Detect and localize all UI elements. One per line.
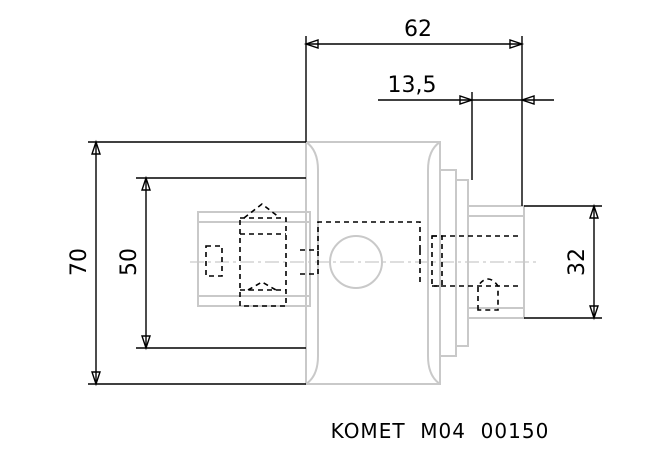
hidden-left-key-notch (247, 281, 277, 291)
arrow-13-5-right (519, 95, 535, 105)
flange-right-curve (427, 141, 441, 385)
hidden-left-key (239, 217, 287, 307)
arrow-62-left (303, 39, 319, 49)
hidden-bore-top (300, 221, 421, 251)
dim-label-70: 70 (67, 248, 92, 276)
dim-70: 70 (67, 139, 306, 387)
dim-62: 62 (303, 17, 525, 206)
dim-32: 32 (524, 203, 602, 321)
arrow-13-5-left (459, 95, 475, 105)
arrow-62-right (509, 39, 525, 49)
hidden-pilot-bore (205, 245, 223, 277)
dim-13-5: 13,5 (378, 73, 554, 180)
hidden-left-key-tip (243, 202, 281, 219)
pilot-body (197, 211, 311, 307)
part-outline (190, 141, 540, 385)
arrow-50-top (141, 175, 151, 191)
hidden-lines (205, 202, 520, 311)
cross-hole (329, 235, 383, 289)
arrow-32-top (589, 203, 599, 219)
arrow-70-top (91, 139, 101, 155)
dim-label-62: 62 (404, 17, 432, 42)
arrow-50-bottom (141, 335, 151, 351)
hidden-bore-left (300, 250, 319, 275)
arrow-70-bottom (91, 371, 101, 387)
dim-50: 50 (117, 175, 306, 351)
dim-label-32: 32 (565, 248, 590, 276)
part-number-caption: KOMET M04 00150 (331, 419, 550, 443)
flange-left-curve (305, 141, 319, 385)
dim-label-50: 50 (117, 248, 142, 276)
arrow-32-bottom (589, 305, 599, 321)
step-ring-2 (455, 179, 469, 347)
hidden-right-screw (477, 278, 499, 311)
dim-label-13-5: 13,5 (388, 73, 437, 98)
hidden-shank-step (431, 235, 443, 287)
